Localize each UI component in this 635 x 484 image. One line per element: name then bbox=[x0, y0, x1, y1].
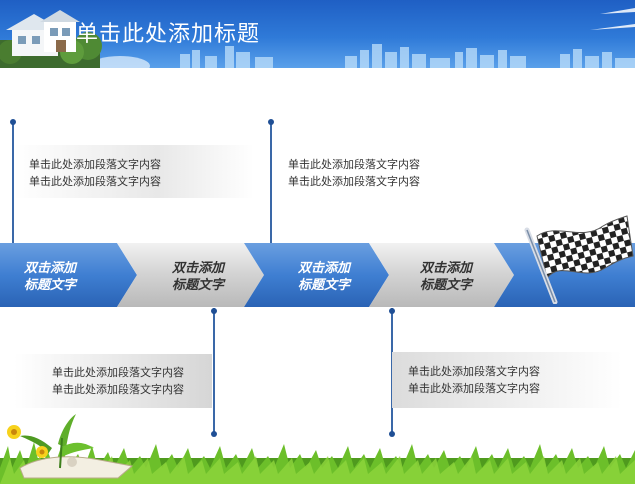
connector-dot bbox=[268, 119, 274, 125]
timeline-band bbox=[0, 243, 635, 307]
connector-line bbox=[213, 308, 215, 434]
house-icon bbox=[0, 10, 102, 68]
step-label-line: 双击添加 bbox=[420, 261, 473, 276]
step-label-line: 双击添加 bbox=[172, 261, 225, 276]
city-skyline bbox=[90, 8, 635, 68]
note-box-3[interactable]: 单击此处添加段落文字内容 单击此处添加段落文字内容 bbox=[14, 354, 212, 408]
step-label-line: 标题文字 bbox=[172, 278, 225, 293]
timeline-step-2-shape[interactable] bbox=[117, 243, 264, 307]
header-banner: 单击此处添加标题 bbox=[0, 0, 635, 68]
timeline-step-3-label: 双击添加 标题文字 bbox=[298, 260, 350, 294]
page-title[interactable]: 单击此处添加标题 bbox=[76, 22, 261, 47]
step-label-line: 标题文字 bbox=[298, 278, 351, 293]
note-line: 单击此处添加段落文字内容 bbox=[288, 175, 420, 188]
timeline-step-4-shape[interactable] bbox=[369, 243, 514, 307]
note-box-1[interactable]: 单击此处添加段落文字内容 单击此处添加段落文字内容 bbox=[14, 145, 254, 198]
connector-line bbox=[12, 122, 14, 243]
connector-dot bbox=[211, 431, 217, 437]
connector-dot bbox=[389, 431, 395, 437]
note-line: 单击此处添加段落文字内容 bbox=[52, 366, 184, 379]
connector-dot bbox=[10, 119, 16, 125]
connector-dot bbox=[389, 308, 395, 314]
grass-footer bbox=[0, 414, 635, 484]
step-label-line: 标题文字 bbox=[420, 278, 473, 293]
timeline-step-1-shape[interactable] bbox=[0, 243, 137, 307]
note-line: 单击此处添加段落文字内容 bbox=[52, 383, 184, 396]
timeline-step-4-label: 双击添加 标题文字 bbox=[420, 260, 472, 294]
checkered-flag-icon bbox=[524, 215, 634, 304]
note-line: 单击此处添加段落文字内容 bbox=[29, 175, 161, 188]
timeline-step-2-label: 双击添加 标题文字 bbox=[172, 260, 224, 294]
connector-dot bbox=[211, 308, 217, 314]
step-label-line: 双击添加 bbox=[298, 261, 351, 276]
timeline-step-1-label: 双击添加 标题文字 bbox=[24, 260, 76, 294]
note-line: 单击此处添加段落文字内容 bbox=[288, 158, 420, 171]
note-line: 单击此处添加段落文字内容 bbox=[29, 158, 161, 171]
timeline-step-3-shape[interactable] bbox=[244, 243, 389, 307]
note-box-4[interactable]: 单击此处添加段落文字内容 单击此处添加段落文字内容 bbox=[392, 352, 622, 408]
note-box-2[interactable]: 单击此处添加段落文字内容 单击此处添加段落文字内容 bbox=[288, 156, 420, 190]
note-line: 单击此处添加段落文字内容 bbox=[408, 365, 540, 378]
flower-icon bbox=[7, 414, 134, 479]
note-line: 单击此处添加段落文字内容 bbox=[408, 382, 540, 395]
connector-line bbox=[270, 122, 272, 243]
step-label-line: 双击添加 bbox=[24, 261, 77, 276]
step-label-line: 标题文字 bbox=[24, 278, 77, 293]
